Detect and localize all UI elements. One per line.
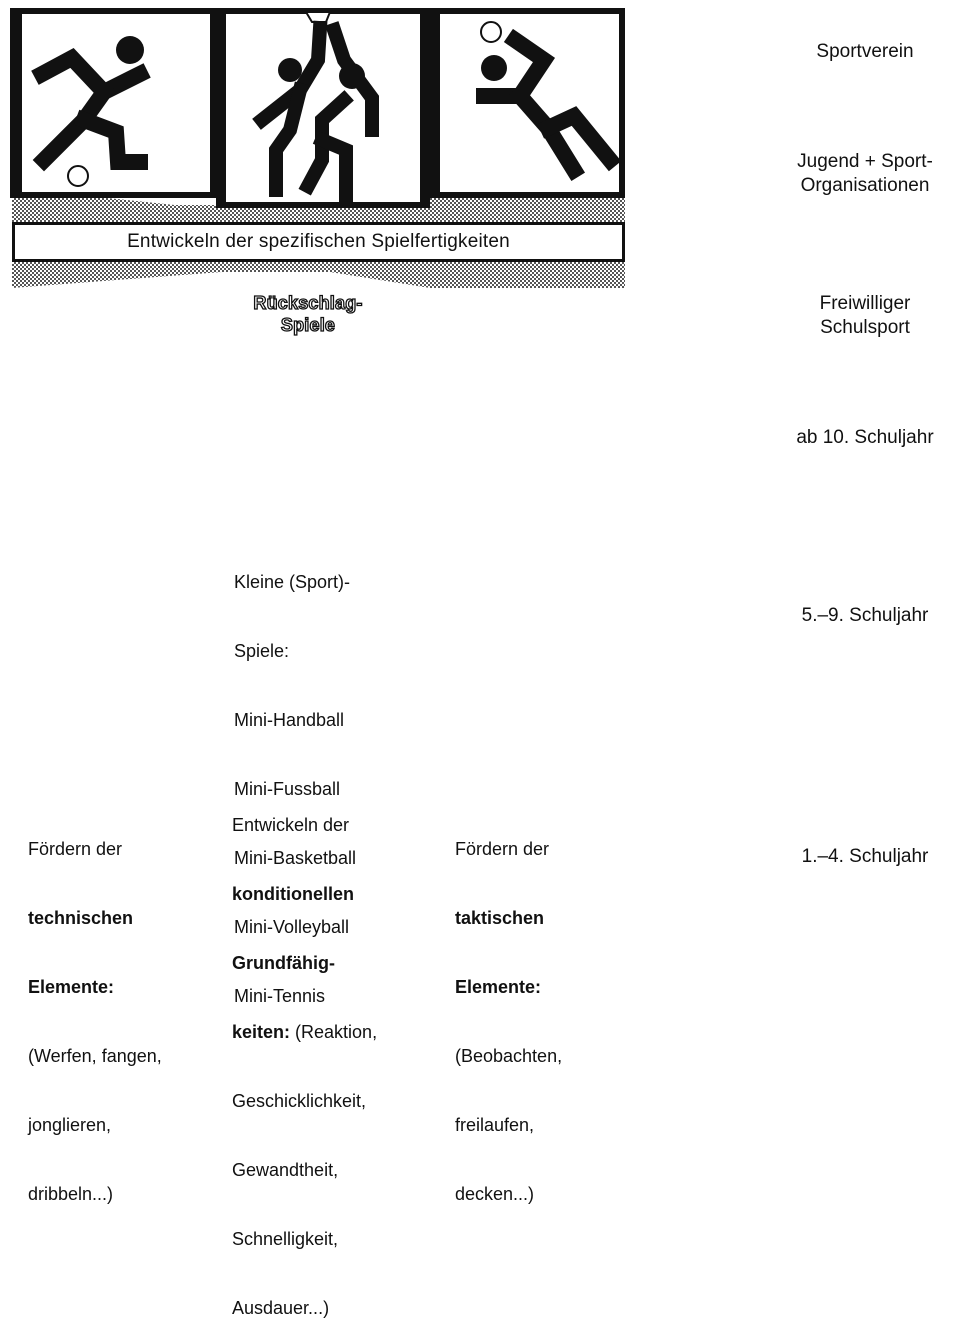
text-line-bold: taktischen [455, 908, 545, 928]
soccer-pictogram-icon [31, 36, 151, 187]
sidebar-sportverein: Sportverein [816, 41, 914, 62]
mini-line: Kleine (Sport)- [234, 572, 351, 592]
mini-line: Mini-Fussball [234, 779, 341, 799]
banner-text: Entwickeln der spezifischen Spielfertigk… [127, 231, 510, 252]
mini-line: Spiele: [234, 641, 290, 661]
text-line: Ausdauer...) [232, 1298, 330, 1318]
rueckschlag-line2: Spiele [280, 314, 336, 335]
text-line: Entwickeln der [232, 815, 350, 835]
text-line: (Werfen, fangen, [28, 1046, 162, 1066]
sidebar-5-9-schuljahr: 5.–9. Schuljahr [801, 605, 929, 626]
diagram-canvas [10, 8, 625, 288]
basketball-pictogram-icon [252, 11, 379, 207]
text-line: Fördern der [455, 839, 550, 859]
text-line: Schnelligkeit, [232, 1229, 339, 1249]
mini-line: Mini-Handball [234, 710, 345, 730]
mini-line: Mini-Volleyball [234, 917, 350, 937]
text-line: Geschicklichkeit, [232, 1091, 367, 1111]
text-line-bold: Grundfähig- [232, 953, 335, 973]
mini-line: Mini-Basketball [234, 848, 357, 868]
text-line: jonglieren, [28, 1115, 112, 1135]
sidebar-1-4-schuljahr: 1.–4. Schuljahr [801, 846, 929, 867]
sidebar-ab-10-schuljahr: ab 10. Schuljahr [796, 427, 934, 448]
text-line-bold: konditionellen [232, 884, 355, 904]
text-line: freilaufen, [455, 1115, 535, 1135]
rueckschlag-line1: Rückschlag- [253, 292, 363, 313]
text-line: (Beobachten, [455, 1046, 563, 1066]
sidebar-freiwilliger-schulsport: Freiwilliger Schulsport [819, 293, 911, 338]
text-line: dribbeln...) [28, 1184, 114, 1204]
text-line: Gewandtheit, [232, 1160, 339, 1180]
text-line-bold: technischen [28, 908, 134, 928]
text-line-bold: keiten: [232, 1022, 291, 1042]
text-line: (Reaktion, [290, 1022, 378, 1042]
rueckschlag-label: Rückschlag-Spiele [228, 292, 388, 336]
skills-banner: Entwickeln der spezifischen Spielfertigk… [12, 222, 625, 262]
tactical-elements-text: Fördern der taktischen Elemente: (Beobac… [455, 792, 562, 1229]
text-line-bold: Elemente: [28, 977, 115, 997]
text-line: decken...) [455, 1184, 535, 1204]
text-line-bold: Elemente: [455, 977, 542, 997]
technical-elements-text: Fördern der technischen Elemente: (Werfe… [28, 792, 162, 1229]
handball-pictogram-icon [476, 21, 622, 182]
text-line: Fördern der [28, 839, 123, 859]
sidebar-jugend-sport: Jugend + Sport- Organisationen [797, 151, 933, 196]
conditional-abilities-text: Entwickeln der konditionellen Grundfähig… [232, 768, 377, 1343]
